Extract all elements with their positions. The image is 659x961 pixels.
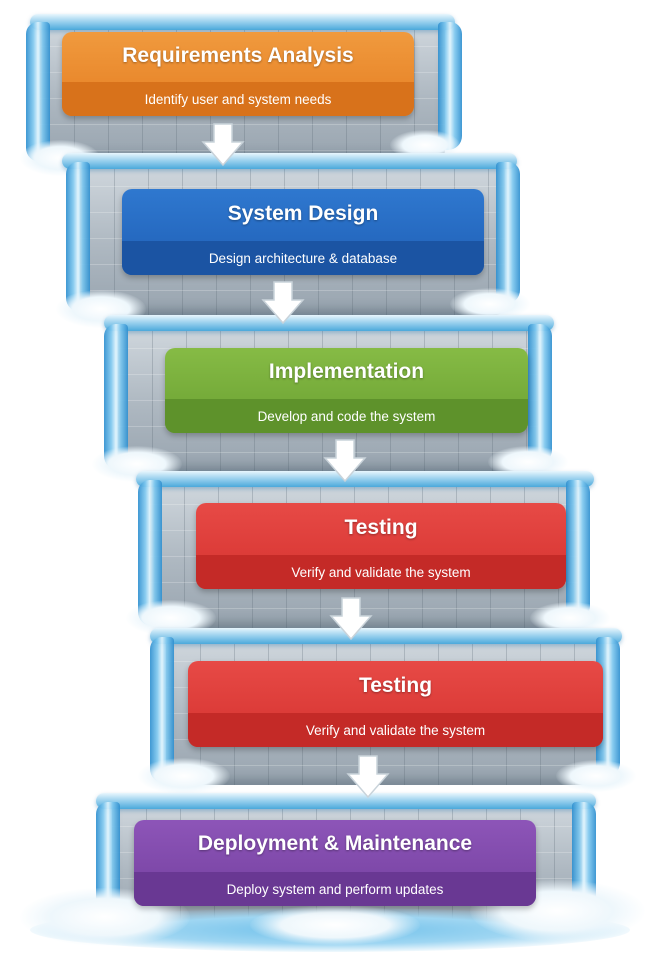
stage-description: Verify and validate the system	[291, 564, 471, 580]
down-arrow-icon	[201, 123, 245, 167]
stage-description: Develop and code the system	[257, 408, 436, 424]
stage-title: Implementation	[268, 360, 425, 383]
stage-description-band: Design architecture & database	[122, 241, 484, 275]
stage-title: Testing	[358, 674, 433, 697]
water-rim-6	[96, 793, 596, 809]
water-rim-3	[104, 315, 554, 331]
stage-description-band: Verify and validate the system	[188, 713, 603, 747]
waterfall-right-1	[438, 22, 462, 150]
stage-title: Deployment & Maintenance	[197, 832, 473, 855]
down-arrow-icon	[261, 281, 305, 325]
stage-card-4: Testing Verify and validate the system	[196, 503, 566, 589]
water-rim-5	[150, 628, 622, 644]
mist-5	[138, 758, 230, 794]
stage-card-6: Deployment & Maintenance Deploy system a…	[134, 820, 536, 906]
water-rim-2	[62, 153, 517, 169]
stage-description: Verify and validate the system	[305, 722, 486, 738]
stage-description: Identify user and system needs	[144, 91, 332, 107]
waterfall-right-2	[496, 162, 520, 304]
waterfall-left-1	[26, 22, 50, 162]
waterfall-left-2	[66, 162, 90, 312]
water-rim-1	[30, 14, 455, 30]
stage-title: Testing	[344, 516, 418, 539]
down-arrow-icon	[323, 439, 367, 483]
mist-2b	[450, 288, 530, 320]
stage-card-1: Requirements Analysis Identify user and …	[62, 32, 414, 116]
stage-description-band: Verify and validate the system	[196, 555, 566, 589]
waterfall-right-4	[566, 480, 590, 620]
mist-5b	[556, 760, 636, 792]
stage-description-band: Identify user and system needs	[62, 82, 414, 116]
waterfall-left-3	[104, 324, 128, 470]
stage-card-5: Testing Verify and validate the system	[188, 661, 603, 747]
stage-description-band: Develop and code the system	[165, 399, 528, 433]
waterfall-right-3	[528, 324, 552, 464]
stage-title: System Design	[227, 202, 379, 225]
down-arrow-icon	[329, 597, 373, 641]
stage-description: Design architecture & database	[208, 250, 398, 266]
water-rim-4	[136, 471, 594, 487]
stage-card-3: Implementation Develop and code the syst…	[165, 348, 528, 433]
down-arrow-icon	[346, 755, 390, 799]
stage-card-2: System Design Design architecture & data…	[122, 189, 484, 275]
mist-6c	[250, 905, 420, 945]
stage-description: Deploy system and perform updates	[226, 881, 444, 897]
stage-description-band: Deploy system and perform updates	[134, 872, 536, 906]
stage-title: Requirements Analysis	[122, 44, 354, 67]
